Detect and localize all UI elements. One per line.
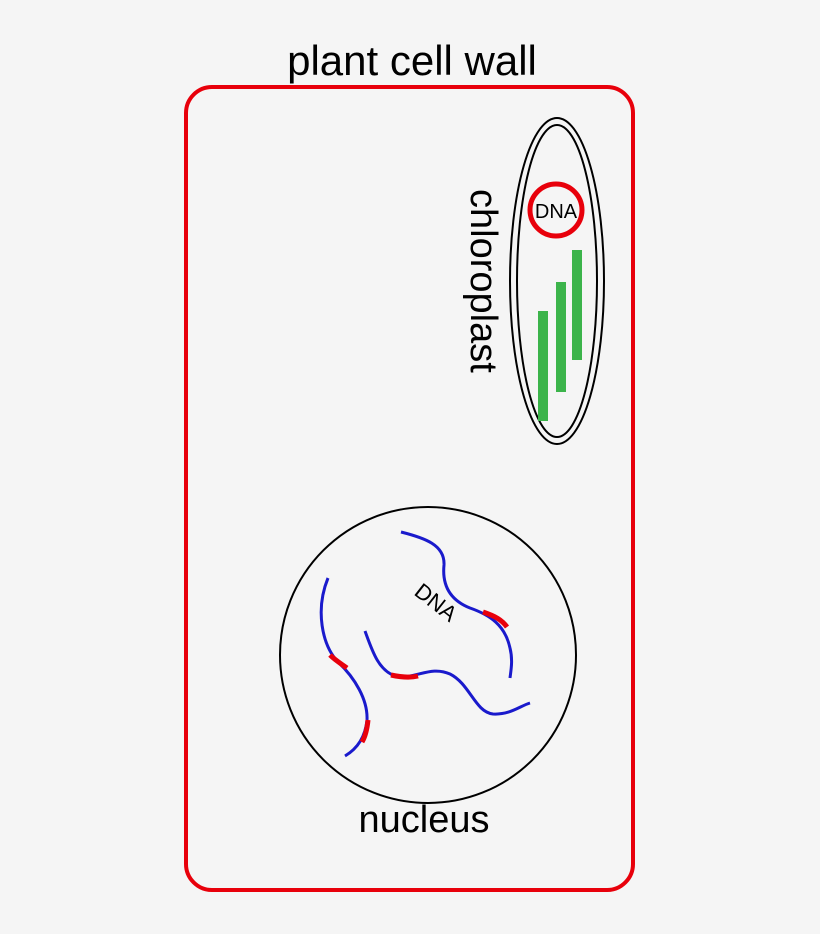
chloroplast-outer-membrane: [509, 117, 605, 445]
nucleus-membrane: [279, 506, 577, 804]
nucleus: DNA: [279, 506, 577, 804]
cell-wall: [184, 85, 635, 892]
thylakoid-stack: [572, 250, 582, 360]
cell-wall-label: plant cell wall: [287, 37, 537, 84]
nucleus-dna-label: DNA: [410, 578, 462, 626]
chloroplast-dna-label: DNA: [535, 201, 578, 223]
chloroplast-dna-ring: [527, 181, 585, 239]
dna-strand: [400, 530, 514, 679]
chloroplast: DNA: [509, 117, 605, 445]
thylakoid-stack: [556, 282, 566, 392]
dna-gene-segment: [328, 653, 349, 671]
thylakoid-stack: [538, 311, 548, 421]
dna-gene-segment: [359, 719, 371, 744]
nucleus-label: nucleus: [359, 799, 490, 841]
dna-gene-segment: [482, 609, 510, 629]
dna-gene-segment: [390, 672, 419, 680]
chloroplast-label: chloroplast: [462, 189, 504, 373]
chloroplast-inner-membrane: [516, 124, 598, 438]
dna-strand: [363, 630, 531, 716]
